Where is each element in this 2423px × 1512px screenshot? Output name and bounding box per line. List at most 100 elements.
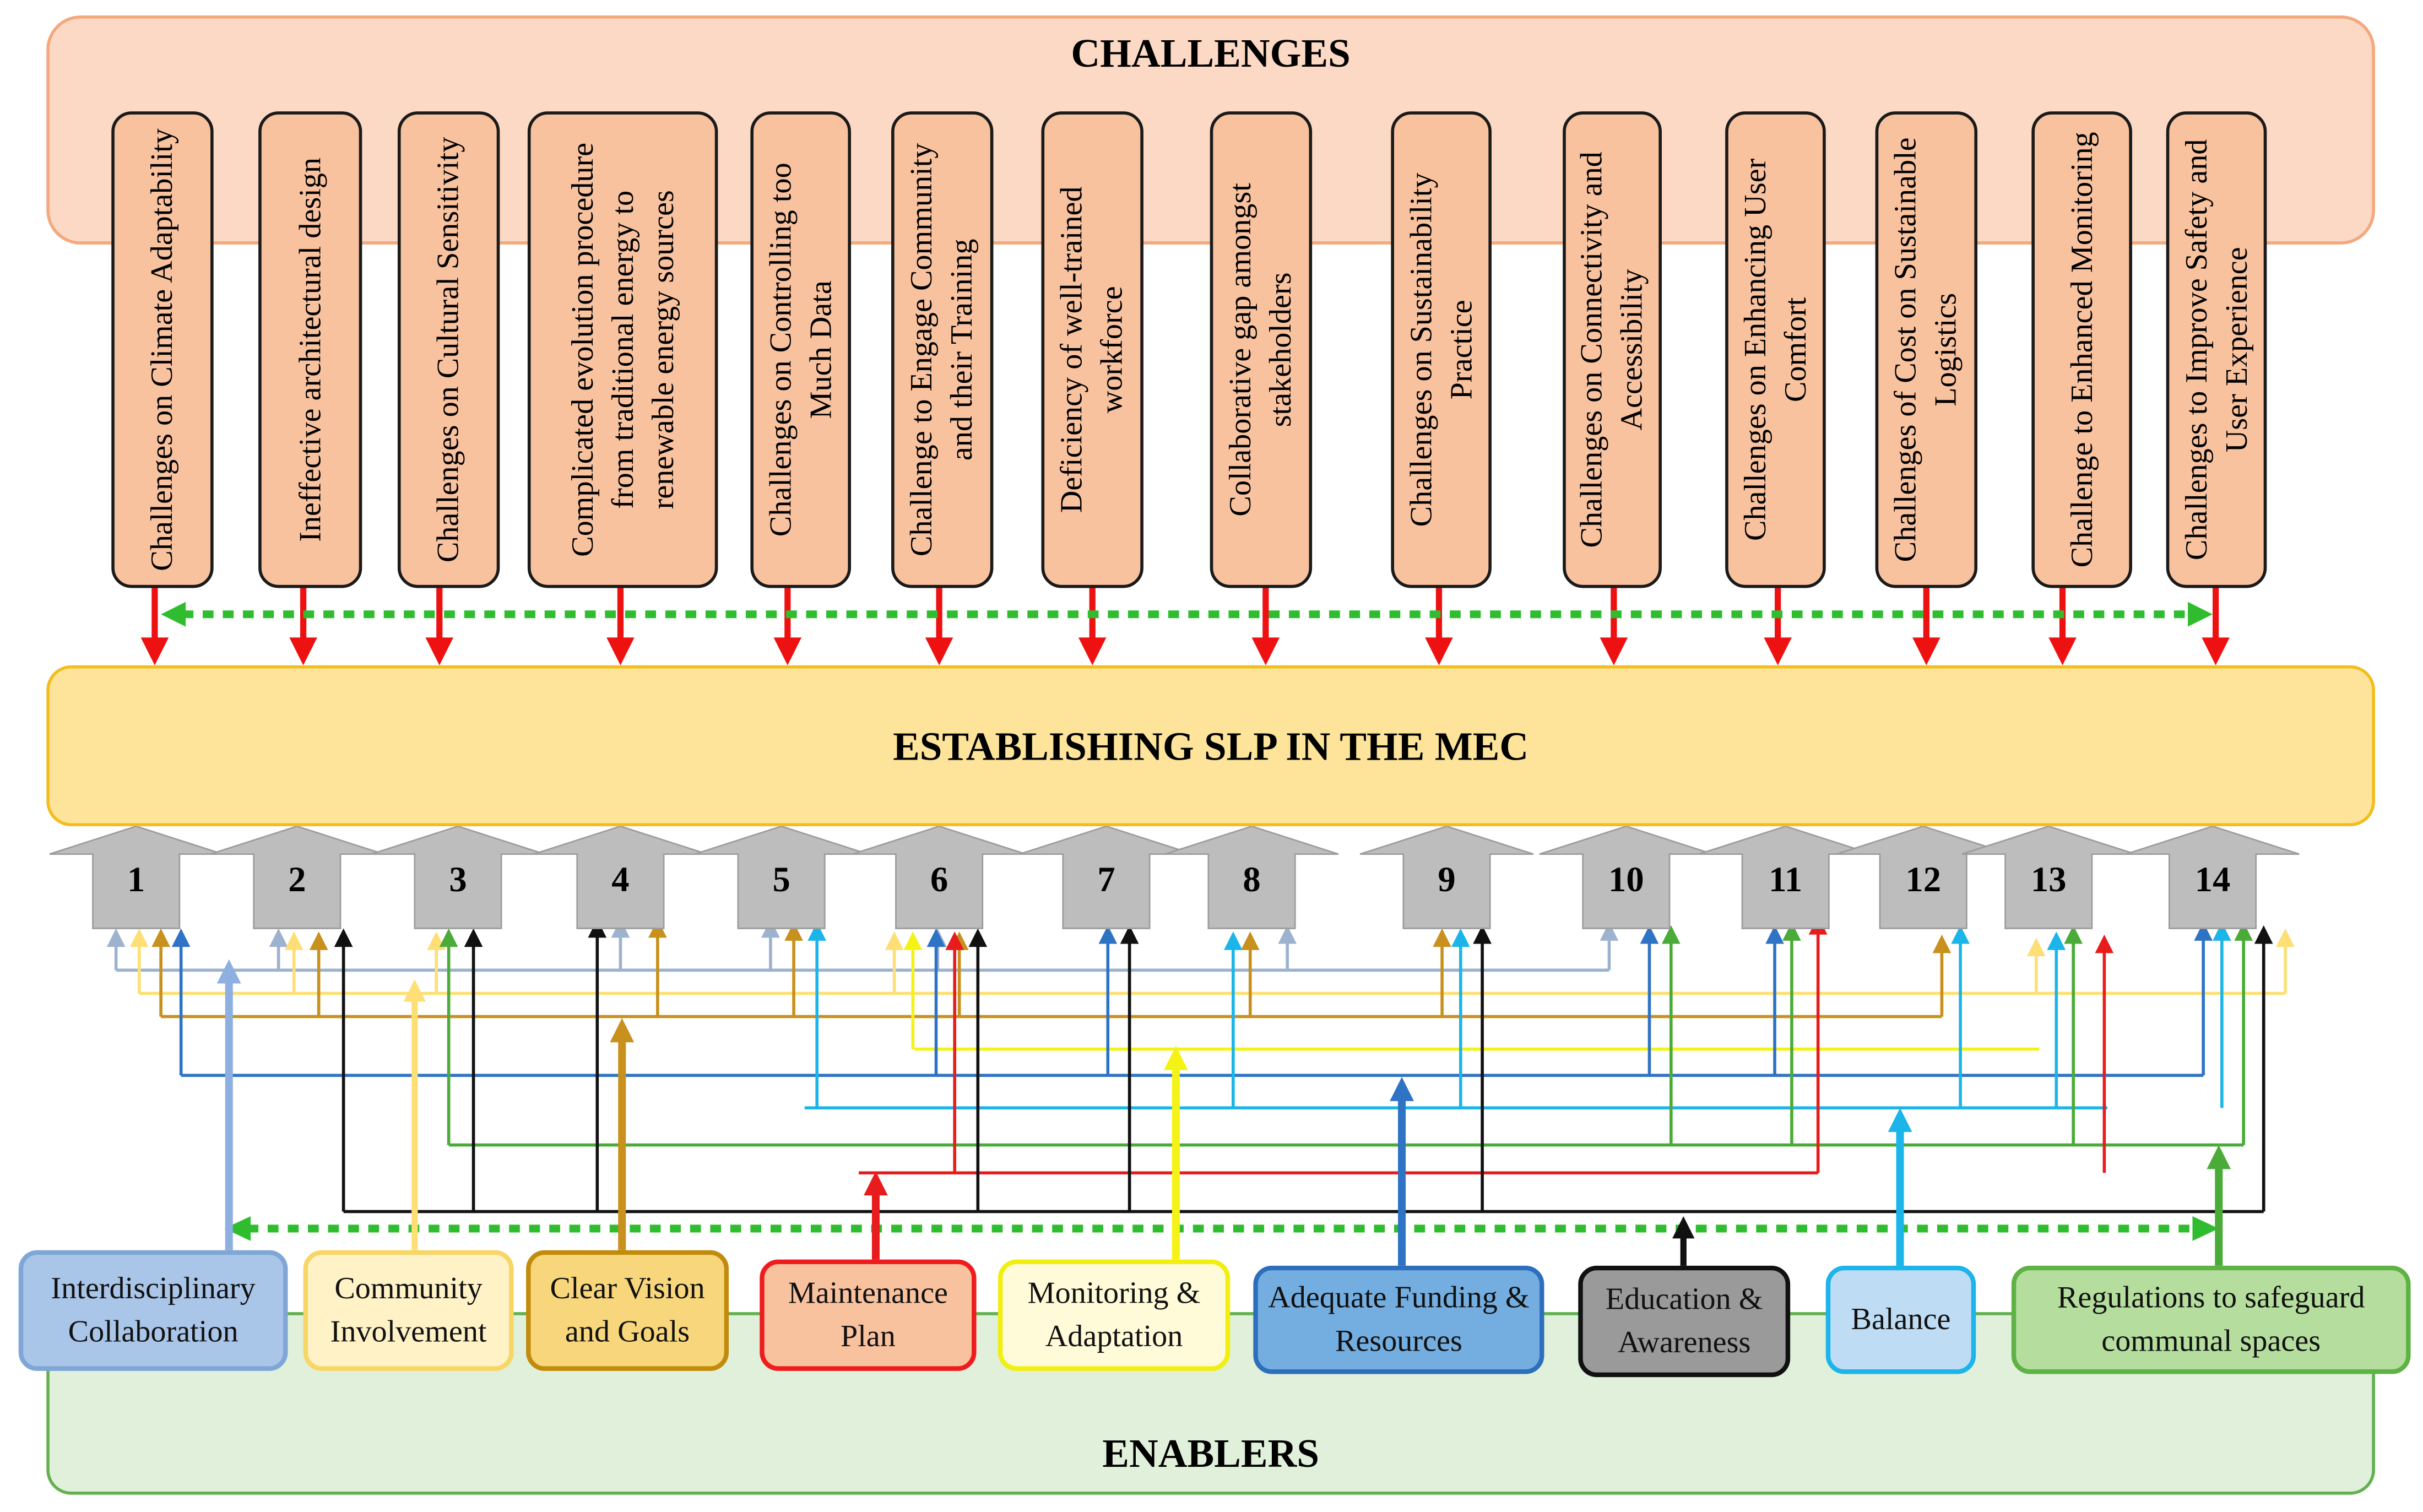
arrowhead [784,922,803,941]
arrowhead [1473,925,1492,944]
arrowhead [2194,922,2213,941]
challenge-box-10: Challenges on Connectivity and Accessibi… [1563,111,1662,588]
center-title: ESTABLISHING SLP IN THE MEC [893,724,1529,769]
arrowhead [2254,925,2273,944]
arrowhead [2213,922,2231,941]
arrowhead [885,931,904,950]
arrowhead [1451,928,1470,947]
up-arrow-marker-6 [852,825,1026,929]
marker-number-3: 3 [449,860,467,899]
marker-number-4: 4 [611,860,630,899]
arrowhead [864,1171,888,1196]
challenge-box-12: Challenges of Cost on Sustainable Logist… [1875,111,1978,588]
marker-number-13: 13 [2030,860,2067,899]
arrowhead [284,931,303,950]
arrowhead [1251,637,1280,665]
arrowhead [2048,637,2077,665]
arrowhead [773,637,802,665]
arrowhead [926,928,946,947]
up-arrow-marker-9 [1359,825,1534,929]
arrowhead [610,1018,635,1043]
enabler-box-5: Monitoring & Adaptation [998,1259,1231,1371]
arrowhead [140,637,169,665]
arrowhead [945,931,964,950]
arrowhead [2276,928,2295,947]
challenge-box-9: Challenges on Sustainability Practice [1391,111,1492,588]
challenge-box-6: Challenge to Engage Community and their … [891,111,994,588]
up-arrow-marker-11 [1698,825,1873,929]
challenge-box-3: Challenges on Cultural Sensitivity [397,111,500,588]
enabler-box-4: Maintenance Plan [760,1259,977,1371]
arrowhead [1240,931,1260,950]
enablers-title: ENABLERS [1102,1431,1319,1476]
up-arrow-marker-14 [2126,825,2300,929]
arrowhead [2026,937,2046,957]
arrowhead [464,928,483,947]
arrowhead [1164,1045,1188,1070]
arrowhead [1661,925,1681,944]
arrowhead [2047,931,2066,950]
arrowhead [289,637,317,665]
challenge-box-11: Challenges on Enhancing User Comfort [1725,111,1826,588]
arrowhead [1912,637,1940,665]
arrowhead [2192,1216,2219,1241]
enabler-box-8: Balance [1825,1265,1976,1374]
up-arrow-marker-10 [1539,825,1714,929]
up-arrow-marker-2 [210,825,384,929]
arrowhead [2095,934,2114,953]
arrowhead [1600,922,1619,941]
arrowhead [1765,925,1784,944]
enabler-box-6: Adequate Funding & Resources [1253,1265,1544,1374]
challenge-box-8: Collaborative gap amongst stakeholders [1210,111,1313,588]
arrowhead [403,979,426,1002]
enabler-box-3: Clear Vision and Goals [526,1250,729,1371]
arrowhead [171,928,191,947]
marker-number-2: 2 [288,860,306,899]
arrowhead [439,928,458,947]
up-arrow-marker-3 [371,825,545,929]
challenge-box-5: Challenges on Controlling too Much Data [750,111,852,588]
enabler-box-1: Interdisciplinary Collaboration [18,1250,288,1371]
enabler-box-2: Community Involvement [303,1250,514,1371]
arrowhead [1278,925,1297,944]
marker-number-14: 14 [2194,860,2231,899]
marker-number-7: 7 [1097,860,1115,899]
arrowhead [1951,925,1970,944]
challenge-box-14: Challenges to Improve Safety and User Ex… [2166,111,2267,588]
up-arrow-marker-13 [1961,825,2135,929]
marker-number-5: 5 [772,860,790,899]
arrowhead [2207,1145,2231,1169]
arrowhead [1932,934,1952,953]
up-arrow-marker-5 [694,825,869,929]
arrowhead [334,928,353,947]
marker-number-8: 8 [1243,860,1261,899]
arrowhead [2202,637,2230,665]
up-arrow-marker-8 [1164,825,1339,929]
arrowhead [2064,925,2083,944]
arrowhead [1672,1216,1695,1239]
arrowhead [1600,637,1628,665]
challenge-box-7: Deficiency of well-trained workforce [1041,111,1143,588]
arrowhead [2188,601,2213,627]
marker-number-9: 9 [1438,860,1456,899]
arrowhead [925,637,953,665]
up-arrow-marker-1 [49,825,223,929]
arrowhead [1120,925,1139,944]
enabler-box-7: Education & Awareness [1578,1265,1791,1378]
arrowhead [1425,637,1453,665]
arrowhead [968,928,988,947]
marker-number-11: 11 [1769,860,1803,899]
arrowhead [309,931,328,950]
arrowhead [1782,922,1801,941]
center-box [46,665,2375,827]
arrowhead [425,637,454,665]
arrowhead [1078,637,1107,665]
arrowhead [807,922,827,941]
arrowhead [1433,928,1451,947]
marker-number-6: 6 [930,860,948,899]
arrowhead [129,928,149,947]
arrowhead [1098,925,1118,944]
challenge-box-4: Complicated evolution procedure from tra… [527,111,718,588]
arrowhead [269,928,288,947]
